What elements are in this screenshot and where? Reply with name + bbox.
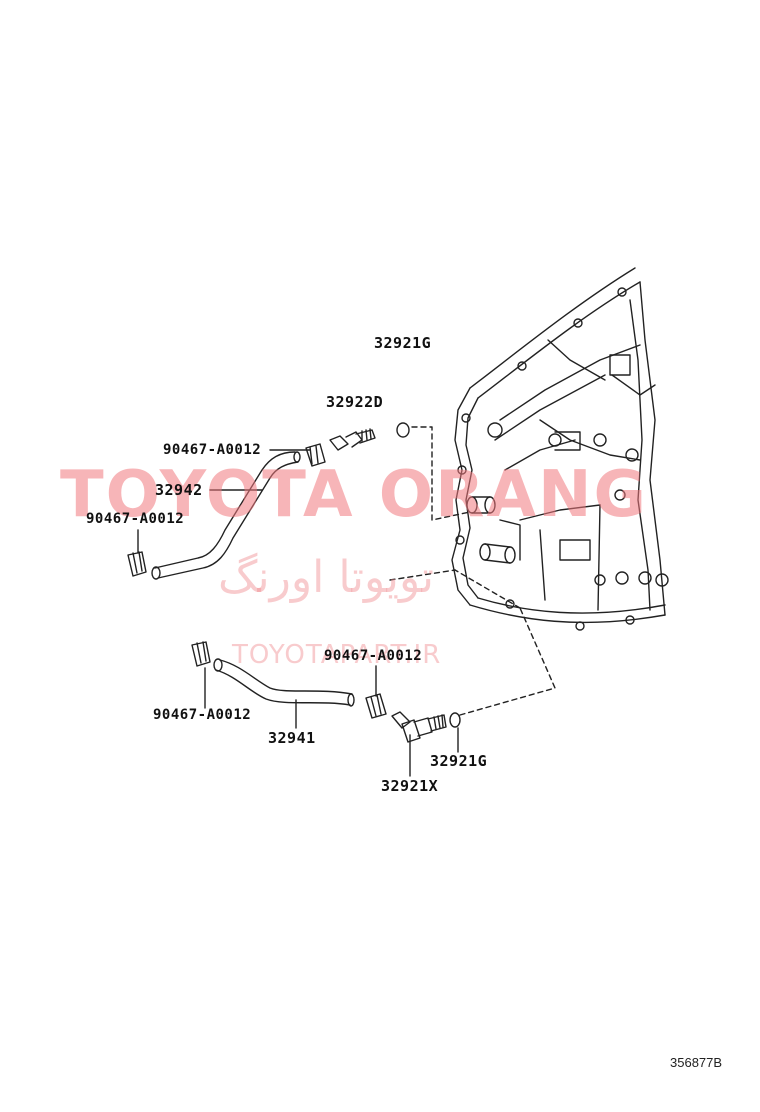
label-90467-clip-1: 90467-A0012 xyxy=(163,442,262,458)
hose-32941 xyxy=(213,658,355,707)
hose-32942 xyxy=(151,451,301,580)
clip-lower-right xyxy=(365,693,387,719)
label-32922d: 32922D xyxy=(326,393,384,411)
label-32921g-lower: 32921G xyxy=(430,752,488,770)
clip-upper-left xyxy=(127,551,147,577)
label-90467-clip-3: 90467-A0012 xyxy=(324,648,423,664)
label-32921g-upper: 32921G xyxy=(374,334,432,352)
gasket-32921g-lower xyxy=(449,712,461,728)
watermark-persian: تویوتا اورنگ xyxy=(218,552,434,603)
reference-number: 356877B xyxy=(670,1055,723,1070)
label-32941: 32941 xyxy=(268,729,316,747)
watermark-url: TOYOTAPART.IR xyxy=(232,640,442,670)
label-32942: 32942 xyxy=(155,481,203,499)
label-32921x: 32921X xyxy=(381,777,439,795)
watermark-brand: TOYOTA ORANG xyxy=(60,458,649,532)
gasket-32921g-upper xyxy=(396,422,410,438)
union-32921x xyxy=(391,711,447,743)
clip-lower-left xyxy=(191,641,211,667)
union-32922d xyxy=(329,428,376,451)
label-90467-clip-2: 90467-A0012 xyxy=(86,511,185,527)
label-leaders xyxy=(137,449,459,777)
transmission-housing xyxy=(451,267,669,631)
label-90467-clip-4: 90467-A0012 xyxy=(153,707,252,723)
dashed-leaders xyxy=(389,426,556,716)
